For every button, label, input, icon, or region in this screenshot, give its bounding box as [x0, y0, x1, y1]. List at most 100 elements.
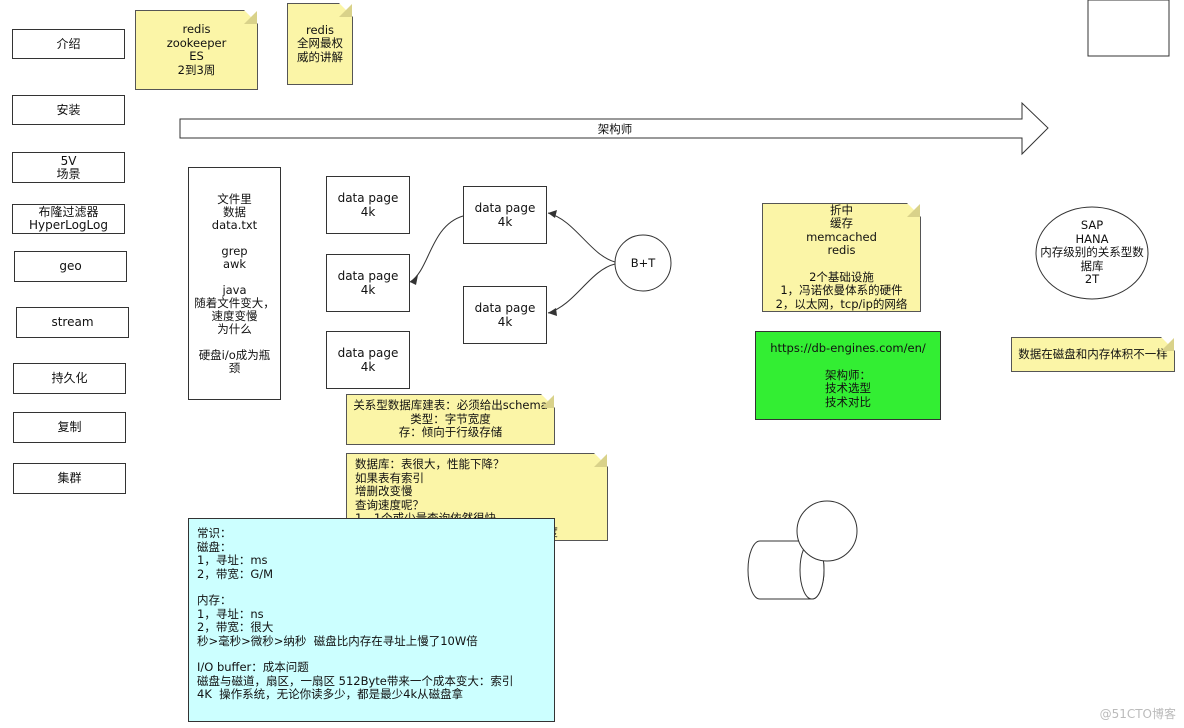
sap-line: HANA [1075, 231, 1109, 246]
disk-circle [796, 500, 858, 562]
data-page-size: 4k [360, 360, 376, 374]
data-page-box: data page 4k [463, 286, 547, 344]
sap-line: 内存级别的关系型数 [1040, 245, 1144, 260]
nav-cluster[interactable]: 集群 [13, 463, 126, 494]
file-box-line: 数据 [223, 204, 246, 219]
note-line: 1，冯诺依曼体系的硬件 [780, 283, 903, 298]
knowledge-line: 磁盘： [197, 539, 232, 554]
nav-geo[interactable]: geo [14, 251, 127, 282]
note-line: 如果表有索引 [355, 470, 424, 485]
nav-install-label: 安装 [56, 102, 81, 117]
knowledge-line: 内存： [197, 593, 232, 607]
knowledge-line: 常识： [197, 526, 232, 540]
nav-persistence-label: 持久化 [51, 371, 88, 385]
note-line: 类型：字节宽度 [410, 411, 491, 426]
nav-5v-label: 5V 场景 [56, 153, 81, 181]
watermark: @51CTO博客 [1099, 707, 1176, 721]
knowledge-line: 磁盘与磁道，扇区，一扇区 512Byte带来一个成本变大：索引 [197, 673, 514, 688]
btree-label: B+T [630, 256, 656, 270]
file-box-line: 为什么 [217, 321, 252, 336]
data-page-size: 4k [360, 205, 376, 219]
data-page-label: data page [337, 346, 399, 360]
note-line: 2到3周 [177, 62, 216, 77]
file-box-line: 硬盘i/o成为瓶 [198, 347, 271, 362]
green-box-line: 技术选型 [825, 381, 871, 395]
data-page-box: data page 4k [326, 331, 410, 389]
nav-persistence[interactable]: 持久化 [13, 363, 126, 394]
knowledge-line: I/O buffer：成本问题 [197, 660, 309, 674]
note-line: memcached [806, 229, 877, 244]
db-engines-link[interactable]: https://db-engines.com/en/ [770, 341, 926, 355]
knowledge-line: 4K 操作系统，无论你读多少，都是最少4k从磁盘拿 [197, 687, 464, 701]
note-line: 数据库：表很大，性能下降？ [355, 457, 505, 471]
note-tradeoff: 折中 缓存 memcached redis 2个基础设施 1，冯诺依曼体系的硬件… [762, 203, 921, 312]
green-box-line: 架构师： [825, 367, 871, 382]
note-line: zookeeper [166, 35, 227, 50]
file-box-line: awk [222, 256, 247, 271]
knowledge-line [197, 581, 546, 594]
note-line: 2个基础设施 [809, 269, 874, 284]
btree-circle [614, 234, 672, 292]
data-page-label: data page [337, 191, 399, 205]
file-box-line: data.txt [211, 217, 258, 232]
note-disk-mem-size: 数据在磁盘和内存体积不一样 [1011, 337, 1175, 372]
common-knowledge-box: 常识： 磁盘： 1，寻址：ms 2，带宽：G/M 内存： 1，寻址：ns 2，带… [188, 518, 555, 722]
connector-btree-top [547, 212, 616, 263]
architect-arrow-label: 架构师 [597, 122, 633, 136]
architect-arrow [179, 101, 1049, 156]
nav-geo-label: geo [59, 259, 82, 273]
note-line: 全网最权 [297, 36, 343, 51]
note-schema: 关系型数据库建表：必须给出schema 类型：字节宽度 存：倾向于行级存储 [346, 394, 555, 445]
knowledge-line: 1，寻址：ns [197, 606, 264, 621]
note-line: 查询速度呢？ [355, 497, 424, 512]
data-page-box: data page 4k [326, 254, 410, 312]
nav-intro[interactable]: 介绍 [12, 29, 125, 59]
note-line: 增删改变慢 [355, 484, 413, 498]
knowledge-line: 1，寻址：ms [197, 553, 268, 567]
data-page-label: data page [337, 269, 399, 283]
note-line: redis [182, 22, 211, 36]
note-line: 2，以太网，tcp/ip的网络 [775, 296, 908, 311]
arrowhead-icon [548, 210, 557, 218]
connector-page-to-page [409, 215, 464, 283]
note-redis-schedule: redis zookeeper ES 2到3周 [135, 10, 258, 90]
data-page-size: 4k [497, 215, 513, 229]
db-engines-box: https://db-engines.com/en/ 架构师： 技术选型 技术对… [755, 331, 941, 420]
sap-line: 据库 [1080, 258, 1104, 273]
nav-stream-label: stream [51, 315, 94, 329]
data-page-box: data page 4k [463, 186, 547, 244]
note-line: 威的讲解 [297, 49, 343, 64]
file-data-box: 文件里 数据 data.txt grep awk java 随着文件变大， 速度… [188, 167, 281, 400]
data-page-label: data page [474, 201, 536, 215]
nav-bloom-filter[interactable]: 布隆过滤器 HyperLogLog [12, 204, 125, 234]
data-page-label: data page [474, 301, 536, 315]
green-box-line: 技术对比 [825, 394, 871, 409]
connector-btree-bottom [547, 263, 616, 314]
nav-bloom-label: 布隆过滤器 HyperLogLog [29, 205, 108, 232]
file-box-line: grep [221, 243, 248, 258]
sap-hana-text: SAP HANA 内存级别的关系型数 据库 2T [1036, 216, 1148, 290]
arrowhead-icon [548, 308, 557, 316]
data-page-size: 4k [497, 315, 513, 329]
nav-5v-scenarios[interactable]: 5V 场景 [12, 152, 125, 183]
data-page-size: 4k [360, 283, 376, 297]
note-line: 数据在磁盘和内存体积不一样 [1018, 346, 1168, 361]
knowledge-line: 2，带宽：G/M [197, 566, 274, 581]
file-box-line: 颈 [228, 360, 241, 375]
nav-stream[interactable]: stream [16, 307, 129, 338]
sap-line: 2T [1084, 272, 1100, 287]
note-line: 存：倾向于行级存储 [398, 425, 503, 440]
nav-replication-label: 复制 [57, 420, 82, 434]
nav-replication[interactable]: 复制 [13, 412, 126, 443]
nav-install[interactable]: 安装 [12, 95, 125, 125]
note-line: redis [305, 22, 335, 37]
note-line: ES [189, 49, 204, 63]
nav-cluster-label: 集群 [57, 471, 82, 485]
note-line: redis [827, 243, 856, 258]
knowledge-line: 秒>毫秒>微秒>纳秒 磁盘比内存在寻址上慢了10W倍 [197, 633, 478, 648]
file-box-line: 文件里 [217, 191, 252, 206]
file-box-line: 速度变慢 [211, 308, 258, 323]
sap-ellipse [1035, 206, 1149, 300]
sap-line: SAP [1080, 218, 1104, 233]
